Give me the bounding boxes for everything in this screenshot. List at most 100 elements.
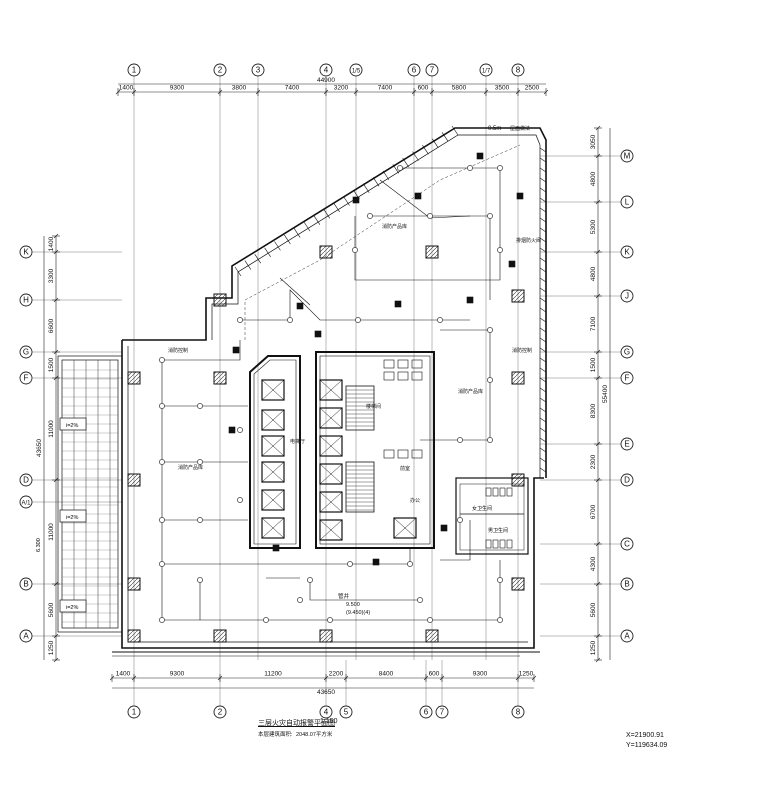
fixture <box>397 359 409 369</box>
axis-label: 6 <box>424 708 429 717</box>
axis-label: 1/5 <box>352 69 361 75</box>
axis-label: 7 <box>430 66 435 75</box>
dimension-value: 11000 <box>48 523 55 541</box>
axis-label: 5 <box>344 708 349 717</box>
dimension-tick <box>115 89 121 95</box>
smoke-detector <box>197 577 203 583</box>
axis-label: 1 <box>132 66 137 75</box>
dimension-tick <box>343 675 349 681</box>
dimension-value: 3200 <box>334 85 349 92</box>
smoke-detector <box>497 247 503 253</box>
dimension-tick <box>595 541 601 547</box>
column <box>127 577 141 591</box>
fixture <box>411 449 423 459</box>
room-label: 楼梯间 <box>366 403 381 410</box>
dimension-tick <box>323 675 329 681</box>
dimension-tick <box>53 477 59 483</box>
smoke-detector <box>297 597 303 603</box>
elevator-shaft <box>393 517 417 539</box>
dimension-tick <box>423 675 429 681</box>
floor-elevation: 9.500 <box>346 602 360 608</box>
dimension-tick <box>53 657 59 663</box>
column <box>213 293 227 307</box>
axis-label: M <box>624 152 631 161</box>
alarm-module <box>466 296 474 304</box>
toilet-block <box>455 477 529 555</box>
toilet <box>499 539 506 549</box>
alarm-module <box>232 346 240 354</box>
axis-label: F <box>625 374 630 383</box>
smoke-detector <box>437 317 443 323</box>
column <box>511 577 525 591</box>
fixture <box>411 359 423 369</box>
fixture <box>397 371 409 381</box>
alarm-module <box>296 302 304 310</box>
axis-label: 4 <box>324 708 329 717</box>
alarm-module <box>440 524 448 532</box>
smoke-detector <box>287 317 293 323</box>
column <box>213 371 227 385</box>
elevator-shaft <box>261 409 285 431</box>
alarm-module <box>228 426 236 434</box>
dimension-value: 5600 <box>590 602 597 617</box>
dimension-value: 9300 <box>170 671 185 678</box>
fixture <box>397 449 409 459</box>
elevator-shaft <box>319 379 343 401</box>
dimension-value: 5800 <box>452 85 467 92</box>
dimension-tick <box>53 375 59 381</box>
dimension-tick <box>439 675 445 681</box>
dimension-total: 44900 <box>317 77 335 84</box>
dimension-value: 2500 <box>525 85 540 92</box>
alarm-module <box>476 152 484 160</box>
dimension-value: 8400 <box>379 671 394 678</box>
column <box>127 371 141 385</box>
dimension-value: 4300 <box>590 556 597 571</box>
slope-label: i=2% <box>66 423 78 429</box>
axis-label: D <box>624 476 630 485</box>
dimension-value: 6700 <box>590 504 597 519</box>
dimension-tick <box>131 675 137 681</box>
column <box>511 473 525 487</box>
smoke-detector <box>307 577 313 583</box>
dimension-tick <box>595 477 601 483</box>
axis-label: 2 <box>218 66 223 75</box>
alarm-devices <box>159 152 524 623</box>
dimension-tick <box>531 675 537 681</box>
room-label: 前室 <box>400 465 410 472</box>
column <box>425 245 439 259</box>
axis-label: A/1 <box>21 501 31 507</box>
axis-label: A <box>23 632 29 641</box>
smoke-detector <box>427 213 433 219</box>
dimension-value: 1400 <box>119 85 134 92</box>
axis-label: J <box>625 292 629 301</box>
dimension-value: 3500 <box>495 85 510 92</box>
axis-label: 7 <box>440 708 445 717</box>
smoke-detector <box>159 517 165 523</box>
axis-label: B <box>23 580 28 589</box>
alarm-wiring <box>161 167 501 621</box>
dimension-value: 1400 <box>116 671 131 678</box>
dimension-value: 9300 <box>170 85 185 92</box>
coordinate-y: Y=119634.09 <box>626 742 668 749</box>
smoke-detector <box>497 165 503 171</box>
dimension-tick <box>595 441 601 447</box>
dimension-value: 11200 <box>264 671 282 678</box>
axis-label: 6 <box>412 66 417 75</box>
axis-label: E <box>624 440 629 449</box>
dimension-value: 8300 <box>590 403 597 418</box>
dimension-value: 1500 <box>590 357 597 372</box>
smoke-detector <box>427 617 433 623</box>
dimension-tick <box>515 675 521 681</box>
dimension-value: 5600 <box>48 602 55 617</box>
dimension-value: 9300 <box>473 671 488 678</box>
coordinate-x: X=21900.91 <box>626 732 664 739</box>
axis-label: 2 <box>218 708 223 717</box>
smoke-detector <box>237 317 243 323</box>
column <box>127 629 141 643</box>
dimension-tick <box>217 675 223 681</box>
dimension-value: 2200 <box>329 671 344 678</box>
dimension-tick <box>53 249 59 255</box>
axis-label: F <box>24 374 29 383</box>
alarm-module <box>394 300 402 308</box>
